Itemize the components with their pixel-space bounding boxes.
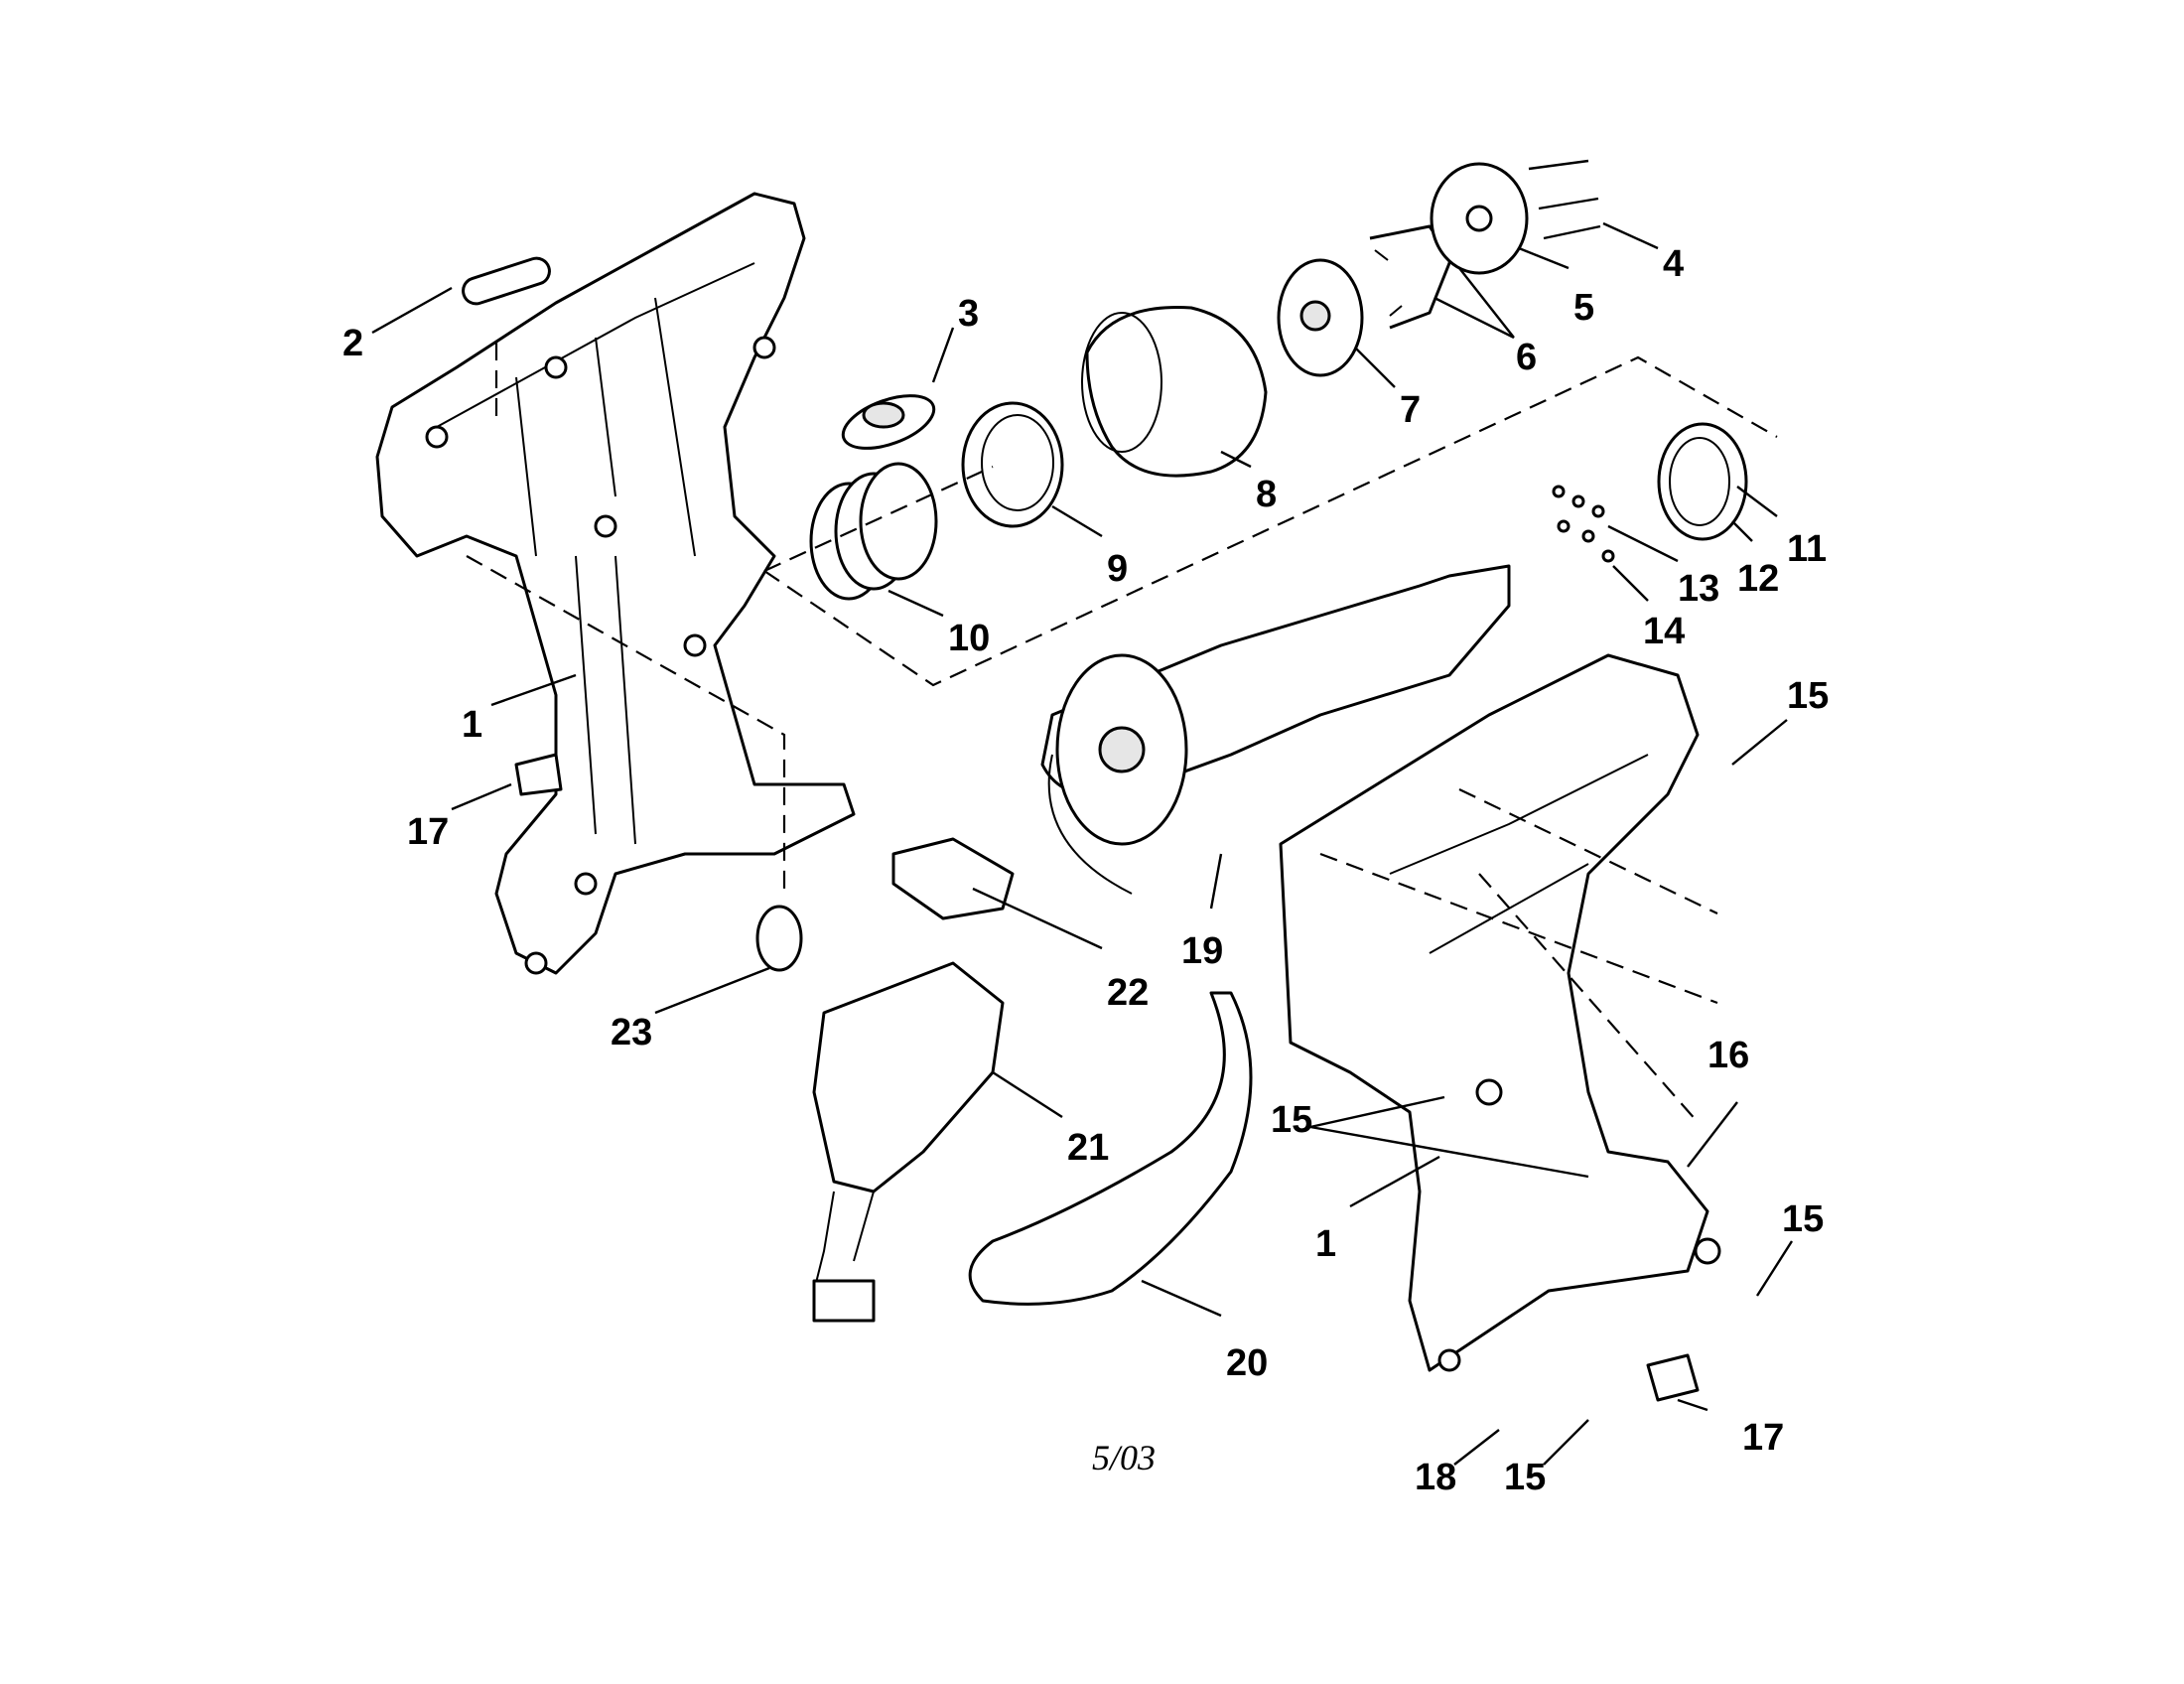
callout-11: 11	[1787, 528, 1827, 570]
callout-15-right: 15	[1782, 1198, 1824, 1240]
level-vial	[462, 256, 551, 306]
screws-4	[1528, 159, 1601, 240]
latch-left	[514, 753, 563, 796]
rings-11-12	[1657, 422, 1748, 541]
callout-23: 23	[611, 1012, 652, 1053]
callout-19: 19	[1181, 930, 1223, 972]
left-housing-half	[375, 192, 856, 975]
switch-button	[891, 837, 1015, 920]
spring-clips	[1369, 224, 1453, 330]
callout-17-left: 17	[407, 811, 449, 853]
callout-20: 20	[1226, 1342, 1268, 1384]
callout-1-right: 1	[1315, 1223, 1336, 1265]
callout-9: 9	[1107, 548, 1128, 590]
balls-and-pins	[1552, 485, 1615, 563]
leader-lines	[371, 221, 1794, 1466]
callout-15-bottom: 15	[1504, 1457, 1546, 1498]
callout-15-middle: 15	[1271, 1099, 1312, 1141]
callout-4: 4	[1663, 243, 1684, 285]
latch-right	[1646, 1353, 1700, 1402]
clutch-ring	[961, 401, 1064, 528]
callout-16: 16	[1707, 1035, 1749, 1076]
callout-22: 22	[1107, 972, 1149, 1014]
callout-labels: 2 3 4 5 6 7 8 9 10 11 12 13 14 15 1 17 1…	[342, 243, 1829, 1498]
callout-6: 6	[1516, 337, 1537, 378]
wrist-strap	[968, 991, 1253, 1306]
clutch-collar	[1081, 306, 1268, 478]
callout-13: 13	[1678, 568, 1719, 610]
assembly-lines	[466, 343, 1778, 1123]
callout-7: 7	[1400, 389, 1421, 431]
callout-14: 14	[1643, 611, 1685, 652]
revision-date: 5/03	[1092, 1438, 1156, 1477]
direction-knob	[755, 905, 803, 972]
callout-15-top: 15	[1787, 675, 1829, 717]
callout-10: 10	[948, 618, 990, 659]
callout-18: 18	[1415, 1457, 1456, 1498]
retaining-plate	[1430, 162, 1529, 275]
switch-assembly	[812, 961, 1005, 1323]
callout-3: 3	[958, 293, 979, 335]
clutch-springs	[809, 462, 938, 601]
clutch-plate	[1277, 258, 1364, 377]
bit-holder	[841, 394, 936, 450]
callout-12: 12	[1737, 558, 1779, 600]
callout-21: 21	[1067, 1127, 1109, 1169]
callout-17-right: 17	[1742, 1417, 1784, 1459]
callout-8: 8	[1256, 474, 1277, 515]
callout-5: 5	[1573, 287, 1594, 329]
callout-2: 2	[342, 323, 363, 364]
right-housing-half	[1279, 653, 1721, 1372]
callout-1-left: 1	[462, 704, 482, 746]
motor-gearbox	[1040, 564, 1511, 895]
